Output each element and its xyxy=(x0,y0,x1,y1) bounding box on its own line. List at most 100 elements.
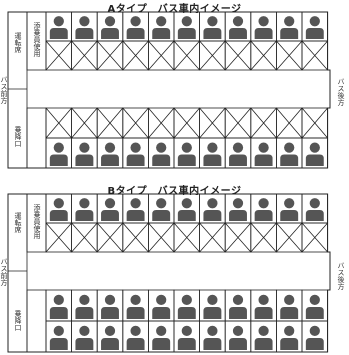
diagram-b-lower-row-1-passenger-2 xyxy=(75,294,94,319)
diagram-b-lower-row-1-passenger-7 xyxy=(203,294,222,319)
diagram-a-upper-row-2-empty-seat-6 xyxy=(173,40,200,71)
diagram-a-lower-row-1-empty-seat-3 xyxy=(96,107,124,139)
diagram-b-entrance-area xyxy=(26,289,47,353)
diagram-b-seat-map xyxy=(7,193,331,353)
diagram-a-lower-row-1-empty-seat-6 xyxy=(173,107,200,139)
diagram-b-driver-seat-label: 運転席 xyxy=(14,212,22,233)
diagram-b-upper-row-1-passenger-2 xyxy=(75,198,94,221)
diagram-a-upper-row-1-passenger-9 xyxy=(254,16,273,39)
diagram-b-upper-row-1-passenger-3 xyxy=(101,198,119,221)
diagram-a-entrance-label: 乗降口 xyxy=(14,126,22,147)
diagram-a-upper-row-2-empty-seat-10 xyxy=(276,40,303,71)
diagram-a-upper-row-1-passenger-7 xyxy=(203,16,222,39)
diagram-b-upper-row-1-passenger-6 xyxy=(177,198,196,221)
diagram-b-lower-row-1-passenger-4 xyxy=(126,294,145,319)
diagram-b-lower-row-2-passenger-7 xyxy=(203,325,222,350)
diagram-a-lower-row-2-passenger-1 xyxy=(49,142,68,166)
diagram-b-upper-row-2-empty-seat-10 xyxy=(276,222,303,253)
diagram-a-lower-row-1-empty-seat-11 xyxy=(301,107,328,139)
diagram-b-lower-row-1-passenger-10 xyxy=(280,294,299,319)
diagram-b-lower-row-2-passenger-4 xyxy=(126,325,145,350)
diagram-b-upper-row-2-cell-11 xyxy=(301,222,329,253)
diagram-b-upper-row-1-passenger-7 xyxy=(203,198,222,221)
diagram-a-upper-row-1-passenger-8 xyxy=(229,16,247,39)
diagram-a-lower-row-2-passenger-5 xyxy=(152,142,171,166)
diagram-a-lower-row-2-passenger-11 xyxy=(305,142,324,166)
diagram-b-upper-row-1-passenger-10 xyxy=(280,198,299,221)
diagram-a-lower-row-1-empty-seat-1 xyxy=(45,107,72,139)
diagram-b-upper-row-1-passenger-8 xyxy=(229,198,247,221)
diagram-b-lower-row-2-passenger-11 xyxy=(305,325,324,350)
diagram-a-lower-row-1-empty-seat-9 xyxy=(250,107,277,139)
diagram-b-lower-row-2-passenger-1 xyxy=(49,325,68,350)
diagram-b-lower-row-1-passenger-3 xyxy=(101,294,119,319)
diagram-b-lower-row-2-passenger-3 xyxy=(101,325,119,350)
diagram-a-lower-row-2-cell-11 xyxy=(301,137,329,169)
diagram-a-bus-rear-label: バス後方 xyxy=(337,78,345,106)
diagram-b-upper-row-2-empty-seat-6 xyxy=(173,222,200,253)
diagram-a-lower-row-1-empty-seat-5 xyxy=(148,107,175,139)
diagram-b-upper-row-2-empty-seat-7 xyxy=(199,222,226,253)
diagram-a-attendant-seat xyxy=(26,11,47,71)
diagram-a-upper-row-1-passenger-11 xyxy=(305,16,324,39)
diagram-b-lower-row-2-passenger-10 xyxy=(280,325,299,350)
diagram-b-upper-row-2-empty-seat-4 xyxy=(122,222,149,253)
diagram-b-upper-row-2-empty-seat-5 xyxy=(148,222,175,253)
diagram-a-upper-row-2-empty-seat-3 xyxy=(96,40,124,71)
diagram-b-lower-row-1-passenger-8 xyxy=(229,294,247,319)
diagram-b-upper-row-1-passenger-4 xyxy=(126,198,145,221)
diagram-b-lower-row-2-passenger-6 xyxy=(177,325,196,350)
diagram-a-upper-row-2-empty-seat-7 xyxy=(199,40,226,71)
diagram-a-upper-row-1-passenger-2 xyxy=(75,16,94,39)
diagram-a-upper-row-2-empty-seat-4 xyxy=(122,40,149,71)
diagram-b-upper-row-2-empty-seat-8 xyxy=(224,222,252,253)
diagram-b-bus-rear-label: バス後方 xyxy=(337,262,345,290)
diagram-a-upper-row-2-empty-seat-2 xyxy=(71,40,98,71)
diagram-a-lower-row-1-empty-seat-10 xyxy=(276,107,303,139)
diagram-a-lower-row-1-empty-seat-7 xyxy=(199,107,226,139)
diagram-a-upper-row-1-passenger-6 xyxy=(177,16,196,39)
diagram-a-upper-row-1-passenger-10 xyxy=(280,16,299,39)
diagram-b-lower-row-1-passenger-5 xyxy=(152,294,171,319)
diagram-b-entrance-label: 乗降口 xyxy=(14,310,22,331)
diagram-b-upper-row-2-empty-seat-9 xyxy=(250,222,277,253)
diagram-b-lower-row-2-passenger-8 xyxy=(229,325,247,350)
diagram-a-entrance-area xyxy=(26,107,47,169)
diagram-a-lower-row-2-passenger-6 xyxy=(177,142,196,166)
diagram-a-upper-row-2-empty-seat-11 xyxy=(301,40,328,71)
diagram-b-upper-row-2-empty-seat-11 xyxy=(301,222,328,253)
diagram-b-lower-row-1-passenger-11 xyxy=(305,294,324,319)
diagram-b-attendant-seat xyxy=(26,193,47,253)
diagram-b-upper-row-1-passenger-11 xyxy=(305,198,324,221)
diagram-a-upper-row-1-passenger-4 xyxy=(126,16,145,39)
diagram-b-upper-row-2-empty-seat-1 xyxy=(45,222,72,253)
diagram-a-upper-row-1-passenger-5 xyxy=(152,16,171,39)
diagram-b-lower-row-2-passenger-2 xyxy=(75,325,94,350)
diagram-b-upper-row-2-empty-seat-3 xyxy=(96,222,124,253)
diagram-a-upper-row-1-passenger-3 xyxy=(101,16,119,39)
diagram-b-lower-row-1-passenger-1 xyxy=(49,294,68,319)
diagram-a-upper-row-2-empty-seat-8 xyxy=(224,40,252,71)
diagram-a-lower-row-2-passenger-10 xyxy=(280,142,299,166)
diagram-a-title: Aタイプ バス車内イメージ xyxy=(107,4,242,15)
diagram-b-lower-row-1-passenger-9 xyxy=(254,294,273,319)
diagram-b-upper-row-1-passenger-1 xyxy=(49,198,68,221)
diagram-a-upper-row-2-cell-11 xyxy=(301,40,329,71)
diagram-a-lower-row-2-passenger-9 xyxy=(254,142,273,166)
diagram-b-title: Bタイプ バス車内イメージ xyxy=(107,186,242,197)
diagram-b-lower-row-2-cell-11 xyxy=(301,320,329,353)
diagram-a-lower-row-1-empty-seat-4 xyxy=(122,107,149,139)
diagram-a-upper-row-2-empty-seat-1 xyxy=(45,40,72,71)
diagram-a-lower-row-2-passenger-8 xyxy=(229,142,247,166)
diagram-b-upper-row-1-passenger-5 xyxy=(152,198,171,221)
diagram-a-upper-row-1-passenger-1 xyxy=(49,16,68,39)
diagram-a-lower-row-2-passenger-4 xyxy=(126,142,145,166)
diagram-b-upper-row-2-empty-seat-2 xyxy=(71,222,98,253)
diagram-a-driver-seat-label: 運転席 xyxy=(14,32,22,53)
diagram-a-lower-row-1-empty-seat-8 xyxy=(224,107,252,139)
diagram-b-lower-row-2-passenger-5 xyxy=(152,325,171,350)
diagram-a-lower-row-2-passenger-3 xyxy=(101,142,119,166)
diagram-a-upper-row-2-empty-seat-9 xyxy=(250,40,277,71)
diagram-a-bus-front-label: バス前方 xyxy=(0,76,8,104)
diagram-a-attendant-label: 添乗員使用 xyxy=(33,22,41,57)
